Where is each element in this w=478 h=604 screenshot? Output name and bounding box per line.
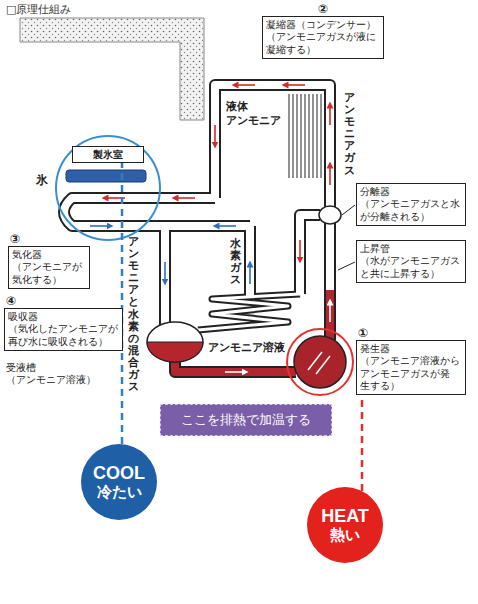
flow-arrow <box>249 264 251 284</box>
flow-arrow <box>225 371 245 373</box>
receiver-tank <box>147 322 203 362</box>
callout-number: ① <box>356 326 466 340</box>
separator-vessel <box>319 206 341 224</box>
tank-solution <box>147 342 203 362</box>
absorber-coil <box>198 294 300 330</box>
page-heading: □原理仕組み <box>6 2 71 17</box>
flow-arrow <box>90 225 110 227</box>
flow-arrow <box>225 302 330 372</box>
insulation-wall <box>20 18 204 120</box>
callout-text: 分離器 （アンモニアガスと水 が分離される） <box>360 186 462 223</box>
callout-number: ④ <box>4 294 123 308</box>
flow-label: アンモニアと水素の混合ガス <box>128 236 139 393</box>
absorber-callout: ④吸収器 （気化したアンモニアが 再び水に吸収される） <box>4 294 123 351</box>
pipe-inside <box>64 85 330 340</box>
badge-text: 冷たい <box>97 483 142 501</box>
pipe-outline <box>159 226 171 325</box>
flow-arrow <box>235 84 255 86</box>
absorber-coil-outline <box>198 294 300 330</box>
flow-label: 水素ガス <box>230 238 241 286</box>
flow-arrow <box>216 225 236 227</box>
callout-text: 発生器 （アンモニア溶液から アンモニアガスが発 生する） <box>356 340 466 395</box>
leader-line <box>342 205 355 215</box>
flow-label: アンモニアガス <box>344 92 355 177</box>
pipe-outline <box>175 358 296 372</box>
flow-arrow <box>329 302 331 322</box>
pipe-inside <box>246 226 254 296</box>
separator-callout: 分離器 （アンモニアガスと水 が分離される） <box>356 183 466 226</box>
callout-text: 吸収器 （気化したアンモニアが 再び水に吸収される） <box>4 308 123 351</box>
flow-arrow <box>299 240 301 260</box>
badge-text: 熱い <box>330 526 360 544</box>
heat-ring <box>287 329 353 395</box>
callout-number: ② <box>262 2 384 16</box>
condenser-fins <box>288 94 324 178</box>
flow-arrow <box>90 226 250 284</box>
riser-callout: 上昇管 （水がアンモニアガス と共に上昇する） <box>356 240 466 283</box>
flow-arrow <box>175 197 195 199</box>
ice-tray <box>66 170 146 182</box>
dashed-connector <box>121 163 124 444</box>
callout-number: ③ <box>8 232 90 246</box>
callout-text: 気化器 （アンモニアが 気化する） <box>8 246 90 289</box>
badge-title: HEAT <box>321 506 369 526</box>
heat-badge: HEAT熱い <box>307 487 383 563</box>
absorber-coil <box>198 294 300 330</box>
note-text: ここを排熱で加温する <box>165 411 327 429</box>
solution-pipe <box>175 358 296 372</box>
callout-text: 上昇管 （水がアンモニアガス と共に上昇する） <box>360 243 462 280</box>
pipe-inside <box>161 226 169 325</box>
ice-label: 氷 <box>36 172 48 189</box>
generator-mark <box>316 356 330 374</box>
flow-arrow <box>214 125 216 145</box>
leader-line <box>338 262 355 270</box>
badge-title: COOL <box>93 463 145 483</box>
flow-arrow <box>105 85 330 260</box>
room-name: 製氷室 <box>76 148 140 161</box>
cool-badge: COOL冷たい <box>81 444 157 520</box>
ice-room-box: 製氷室 <box>72 146 144 163</box>
heat-note-banner: ここを排熱で加温する <box>160 404 332 436</box>
flow-label: アンモニア溶液 <box>208 340 285 355</box>
flow-label: 液体 アンモニア <box>226 100 284 128</box>
flow-arrow <box>329 105 331 125</box>
flow-arrow <box>329 165 331 185</box>
generator-callout: ①発生器 （アンモニア溶液から アンモニアガスが発 生する） <box>356 326 466 395</box>
pipe-outline <box>244 226 256 296</box>
callout-text: 凝縮器（コンデンサー） （アンモニアガスが液に 凝縮する） <box>262 16 384 59</box>
absorber-coil-outline <box>198 294 300 330</box>
flow-arrow <box>285 84 305 86</box>
part-label: 受液槽 （アンモニア溶液） <box>6 362 106 387</box>
flow-arrow <box>164 262 166 282</box>
generator-mark <box>308 352 322 370</box>
dashed-connector <box>361 395 364 491</box>
cool-ring <box>56 136 160 240</box>
evaporator-callout: ③気化器 （アンモニアが 気化する） <box>8 232 90 289</box>
generator-vessel <box>294 336 346 388</box>
pipe-inside <box>300 215 320 294</box>
pipe-outline <box>300 215 320 294</box>
condenser-callout: ②凝縮器（コンデンサー） （アンモニアガスが液に 凝縮する） <box>262 2 384 59</box>
